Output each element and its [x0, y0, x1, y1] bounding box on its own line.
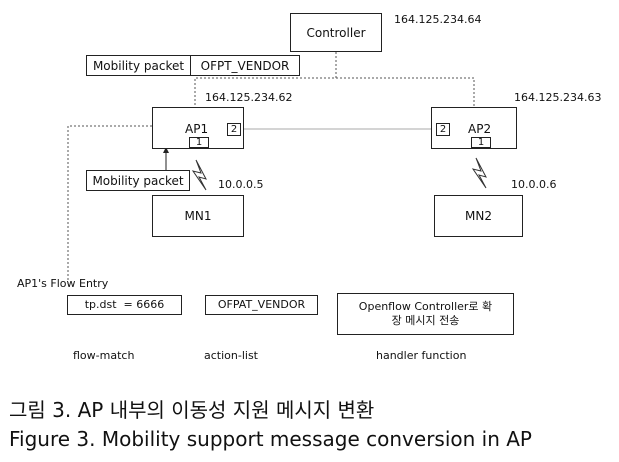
- mobility-packet-box: Mobility packet: [86, 170, 190, 191]
- ap1-label: AP1: [185, 122, 209, 136]
- flow-entry-title: AP1's Flow Entry: [17, 277, 109, 290]
- controller-link: [336, 77, 475, 107]
- ap2-label: AP2: [468, 122, 492, 136]
- wireless-icon: [191, 159, 207, 191]
- mn1-label: MN1: [184, 209, 212, 223]
- handler-value-line1: Openflow Controller로 확: [358, 300, 493, 313]
- ap1-node: AP1 2 1: [152, 107, 244, 149]
- header-mobility-packet: Mobility packet: [87, 56, 191, 75]
- packet-arrow-head: [163, 147, 169, 153]
- controller-ip: 164.125.234.64: [394, 13, 482, 26]
- ap1-port-right: 2: [227, 123, 241, 136]
- mn2-label: MN2: [465, 209, 492, 223]
- action-list-value: OFPAT_VENDOR: [217, 298, 306, 311]
- mn2-ip: 10.0.0.6: [511, 178, 557, 191]
- wireless-icon: [471, 157, 487, 189]
- mobility-packet-label: Mobility packet: [92, 173, 184, 188]
- mobility-packet-header: Mobility packet OFPT_VENDOR: [86, 55, 300, 76]
- action-list-caption: action-list: [204, 349, 258, 362]
- figure-caption-english: Figure 3. Mobility support message conve…: [9, 427, 532, 451]
- ap2-node: AP2 2 1: [431, 107, 517, 149]
- handler-function-box: Openflow Controller로 확 장 메시지 전송: [337, 293, 514, 335]
- handler-function-caption: handler function: [376, 349, 467, 362]
- mn2-node: MN2: [434, 195, 523, 237]
- ap1-port-down: 1: [189, 137, 209, 148]
- controller-link: [194, 52, 337, 107]
- mn1-ip: 10.0.0.5: [218, 178, 264, 191]
- header-ofpt-vendor: OFPT_VENDOR: [200, 58, 290, 73]
- flow-entry-link: [67, 125, 152, 285]
- flow-match-box: tp.dst = 6666: [67, 295, 182, 315]
- action-list-box: OFPAT_VENDOR: [205, 295, 318, 315]
- handler-value-line2: 장 메시지 전송: [391, 314, 460, 327]
- ap2-port-left: 2: [436, 123, 450, 136]
- controller-node: Controller: [290, 13, 382, 52]
- controller-label: Controller: [306, 25, 366, 40]
- mn1-node: MN1: [152, 195, 244, 237]
- flow-match-value: tp.dst = 6666: [84, 298, 165, 311]
- ap2-port-down: 1: [471, 137, 491, 148]
- ap1-ip: 164.125.234.62: [205, 91, 293, 104]
- figure-caption-korean: 그림 3. AP 내부의 이동성 지원 메시지 변환: [9, 398, 375, 422]
- ap2-ip: 164.125.234.63: [514, 91, 602, 104]
- flow-match-caption: flow-match: [73, 349, 135, 362]
